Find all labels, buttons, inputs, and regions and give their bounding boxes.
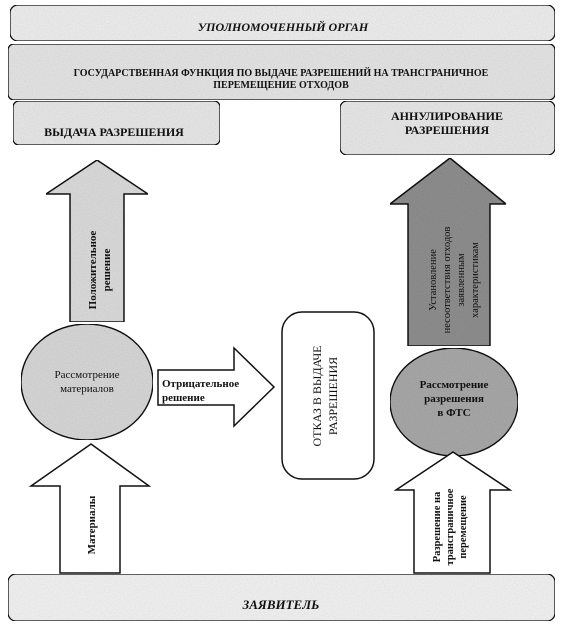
state-function-box: ГОСУДАРСТВЕННАЯ ФУНКЦИЯ ПО ВЫДАЧЕ РАЗРЕШ… xyxy=(7,43,556,101)
positive-decision-arrow: Положительное решение xyxy=(43,159,151,323)
negative-decision-line2: решение xyxy=(162,392,205,404)
state-function-line2: ПЕРЕМЕЩЕНИЕ ОТХОДОВ xyxy=(213,80,349,91)
mismatch-line3: заявленным xyxy=(456,253,467,307)
issue-permit-label: ВЫДАЧА РАЗРЕШЕНИЯ xyxy=(44,125,184,139)
refusal-line2: РАЗРЕШЕНИЯ xyxy=(326,357,340,435)
cancel-permit-line2: РАЗРЕШЕНИЯ xyxy=(405,123,490,137)
fts-review-node: Рассмотрение разрешения в ФТС xyxy=(389,347,519,457)
review-materials-line1: Рассмотрение xyxy=(54,369,119,381)
review-materials-line2: материалов xyxy=(60,383,114,395)
fts-review-line2: разрешения xyxy=(424,393,484,405)
fts-review-line1: Рассмотрение xyxy=(420,379,489,391)
negative-decision-arrow: Отрицательное решение xyxy=(157,346,276,428)
applicant-box: ЗАЯВИТЕЛЬ xyxy=(7,573,556,622)
state-function-line1: ГОСУДАРСТВЕННАЯ ФУНКЦИЯ ПО ВЫДАЧЕ РАЗРЕШ… xyxy=(74,67,489,79)
permit-line1: Разрешение на xyxy=(432,491,443,562)
mismatch-arrow: Установление несоответствия отходов заяв… xyxy=(387,157,509,347)
refusal-box: ОТКАЗ В ВЫДАЧЕ РАЗРЕШЕНИЯ xyxy=(281,311,375,480)
materials-label: Материалы xyxy=(86,495,98,554)
applicant-label: ЗАЯВИТЕЛЬ xyxy=(242,597,320,612)
cancel-permit-line1: АННУЛИРОВАНИЕ xyxy=(391,109,503,123)
mismatch-line4: характеристикам xyxy=(470,242,481,318)
authority-title: УПОЛНОМОЧЕННЫЙ ОРГАН xyxy=(198,19,369,34)
fts-review-line3: в ФТС xyxy=(437,407,470,419)
mismatch-line1: Установление xyxy=(428,249,439,311)
mismatch-line2: несоответствия отходов xyxy=(442,227,453,334)
positive-decision-line1: Положительное xyxy=(87,231,99,310)
refusal-line1: ОТКАЗ В ВЫДАЧЕ xyxy=(310,345,324,446)
permit-line2: трансграничное xyxy=(445,488,456,565)
permit-line3: перемещение xyxy=(458,495,469,559)
positive-decision-line2: решение xyxy=(101,249,113,292)
cancel-permit-box: АННУЛИРОВАНИЕ РАЗРЕШЕНИЯ xyxy=(339,100,556,156)
review-materials-node: Рассмотрение материалов xyxy=(20,323,154,441)
authority-box: УПОЛНОМОЧЕННЫЙ ОРГАН xyxy=(9,4,556,42)
issue-permit-box: ВЫДАЧА РАЗРЕШЕНИЯ xyxy=(12,100,221,146)
negative-decision-line1: Отрицательное xyxy=(162,378,239,390)
permit-arrow: Разрешение на трансграничное перемещение xyxy=(393,451,513,574)
materials-arrow: Материалы xyxy=(28,443,152,574)
